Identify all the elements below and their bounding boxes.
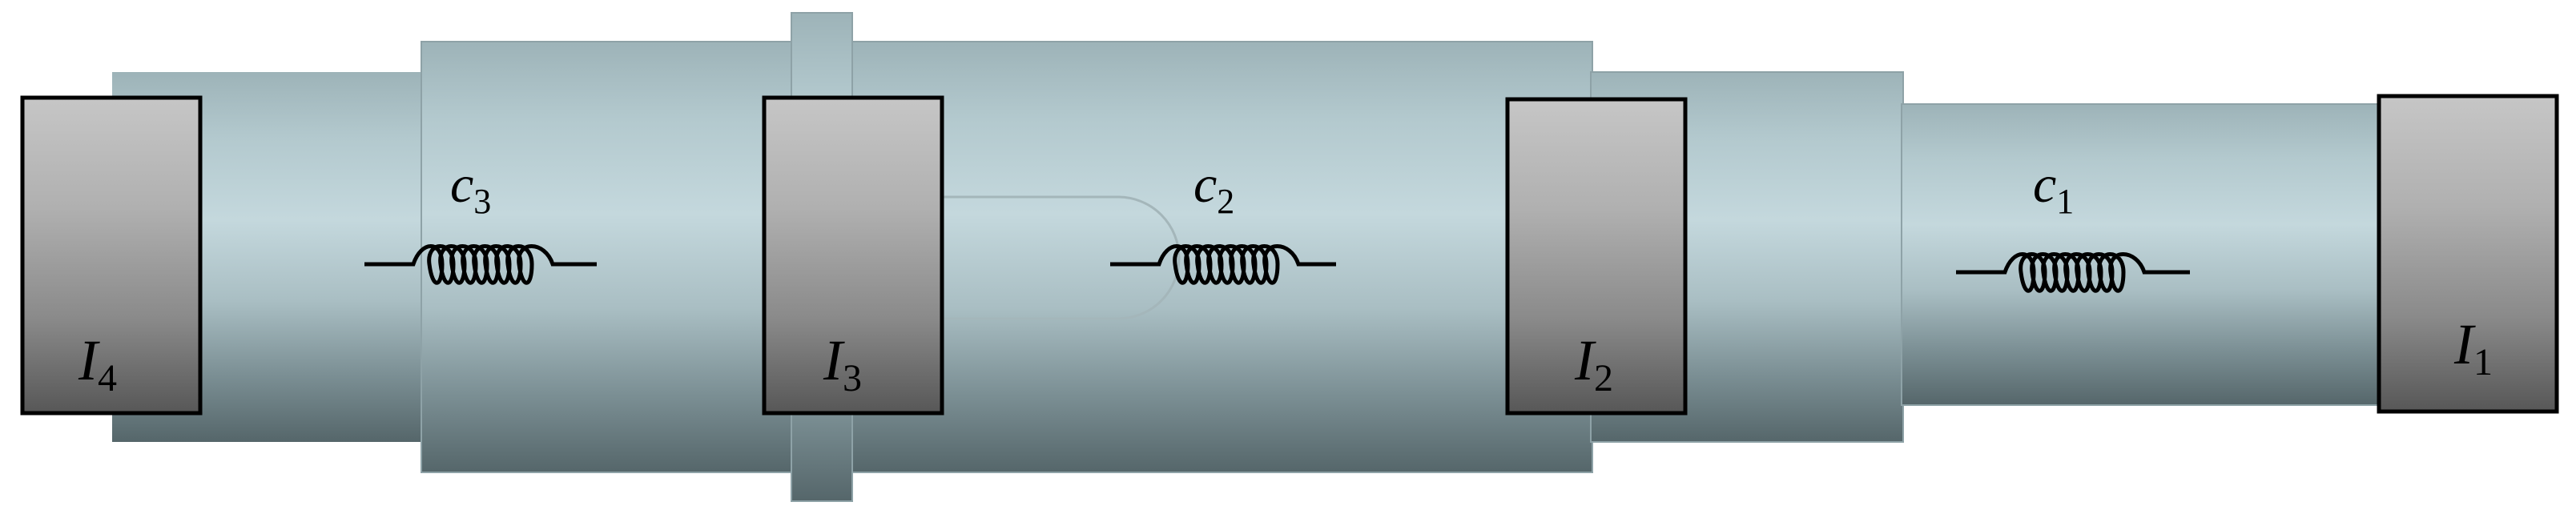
spring-c1: c1 xyxy=(1956,155,2190,293)
inertia-subscript: 3 xyxy=(843,357,862,400)
svg-text:c1: c1 xyxy=(2033,155,2074,221)
inertia-symbol: I xyxy=(2453,312,2476,376)
spring-coil xyxy=(1110,244,1336,285)
inertia-subscript: 1 xyxy=(2473,341,2493,383)
inertia-subscript: 4 xyxy=(98,357,117,400)
shaft-segment-narrow xyxy=(1901,103,2389,406)
spring-coil xyxy=(364,244,597,285)
inertia-symbol: I xyxy=(78,328,100,392)
inertia-symbol: I xyxy=(823,328,845,392)
inertia-disk xyxy=(20,95,203,416)
spring-c3: c3 xyxy=(364,155,597,285)
spring-coil xyxy=(1956,252,2190,293)
svg-text:I2: I2 xyxy=(1574,328,1613,400)
shaft-segment-large xyxy=(421,41,1593,473)
svg-text:I1: I1 xyxy=(2453,312,2493,383)
spring-subscript: 3 xyxy=(473,182,491,221)
spring-subscript: 1 xyxy=(2056,182,2074,221)
inertia-symbol: I xyxy=(1574,328,1596,392)
inner-bore xyxy=(942,195,1181,320)
svg-text:c3: c3 xyxy=(450,155,491,221)
spring-c2: c2 xyxy=(1110,155,1336,285)
inertia-i4: I4 xyxy=(20,95,203,416)
inertia-i2: I2 xyxy=(1505,97,1688,416)
inertia-subscript: 2 xyxy=(1594,357,1613,400)
spring-symbol: c xyxy=(450,155,473,214)
inertia-i1: I1 xyxy=(2377,94,2559,414)
svg-text:I3: I3 xyxy=(823,328,862,400)
spring-symbol: c xyxy=(1193,155,1217,214)
inertia-disk xyxy=(762,95,944,416)
svg-text:I4: I4 xyxy=(78,328,117,400)
svg-text:c2: c2 xyxy=(1193,155,1234,221)
inertia-i3: I3 xyxy=(762,95,944,416)
inertia-disk xyxy=(1505,97,1688,416)
spring-symbol: c xyxy=(2033,155,2056,214)
inertia-disk xyxy=(2377,94,2559,414)
spring-subscript: 2 xyxy=(1217,182,1234,221)
